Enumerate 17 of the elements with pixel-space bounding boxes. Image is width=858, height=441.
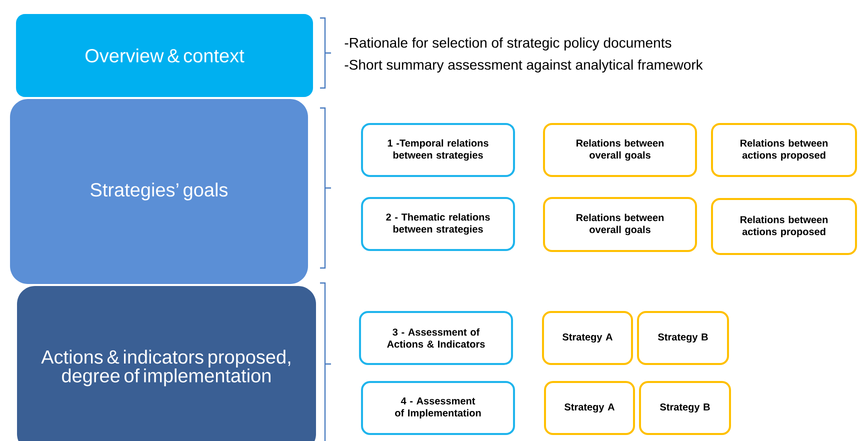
process-box: 2 - Thematic relations between strategies: [361, 197, 515, 251]
note-text: -Rationale for selection of strategic policy documents: [344, 37, 672, 51]
process-box: Relations between actions proposed: [711, 198, 857, 255]
process-box: 4 - Assessment of Implementation: [361, 381, 515, 435]
process-box: Strategy A: [542, 311, 633, 365]
process-box: Actions & indicators proposed, degree of implementation: [17, 286, 316, 441]
process-box: 3 - Assessment of Actions & Indicators: [359, 311, 513, 365]
process-box: Relations between overall goals: [543, 123, 697, 177]
process-box: 1 -Temporal relations between strategies: [361, 123, 515, 177]
process-box: Strategy B: [639, 381, 731, 435]
process-box: Overview & context: [16, 14, 313, 97]
process-box: Relations between overall goals: [543, 197, 697, 252]
process-box: Strategies’ goals: [10, 99, 308, 284]
process-box: Strategy A: [544, 381, 635, 435]
process-box: Strategy B: [637, 311, 729, 365]
process-box: Relations between actions proposed: [711, 123, 857, 177]
note-text: -Short summary assessment against analytical framework: [344, 59, 703, 73]
